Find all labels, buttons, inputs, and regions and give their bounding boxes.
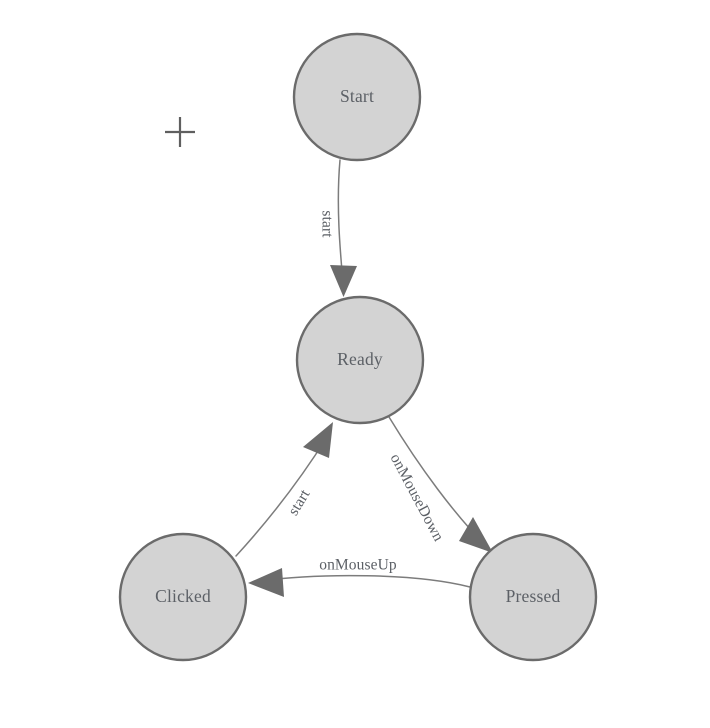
edge-label-ready-to-pressed: onMouseDown: [387, 451, 447, 544]
edge-ready-to-pressed[interactable]: onMouseDown: [387, 416, 493, 553]
edge-ready-to-pressed-arrowhead: [459, 517, 493, 553]
node-pressed-circle[interactable]: [468, 532, 598, 662]
edge-clicked-to-ready[interactable]: start: [235, 422, 333, 557]
node-clicked[interactable]: Clicked: [118, 532, 248, 662]
edge-label-pressed-to-clicked: onMouseUp: [319, 557, 397, 574]
node-pressed[interactable]: Pressed: [468, 532, 598, 662]
node-start-label: Start: [340, 86, 374, 106]
edge-label-start-to-ready: start: [318, 210, 335, 238]
node-pressed-label: Pressed: [506, 586, 561, 606]
edge-start-to-ready-arrowhead: [330, 265, 357, 297]
node-start-circle[interactable]: [292, 32, 422, 162]
node-ready-label: Ready: [337, 349, 383, 369]
node-clicked-label: Clicked: [155, 586, 211, 606]
edge-clicked-to-ready-path[interactable]: [235, 436, 328, 557]
edge-pressed-to-clicked-arrowhead: [248, 568, 284, 597]
node-ready-circle[interactable]: [295, 295, 425, 425]
crosshair-icon: [165, 117, 195, 147]
edge-pressed-to-clicked[interactable]: onMouseUp: [248, 557, 471, 597]
edge-start-to-ready[interactable]: start: [318, 159, 357, 297]
node-clicked-circle[interactable]: [118, 532, 248, 662]
edge-pressed-to-clicked-path[interactable]: [259, 574, 471, 588]
node-ready[interactable]: Ready: [295, 295, 425, 425]
node-start[interactable]: Start: [292, 32, 422, 162]
edge-clicked-to-ready-arrowhead: [303, 422, 333, 458]
